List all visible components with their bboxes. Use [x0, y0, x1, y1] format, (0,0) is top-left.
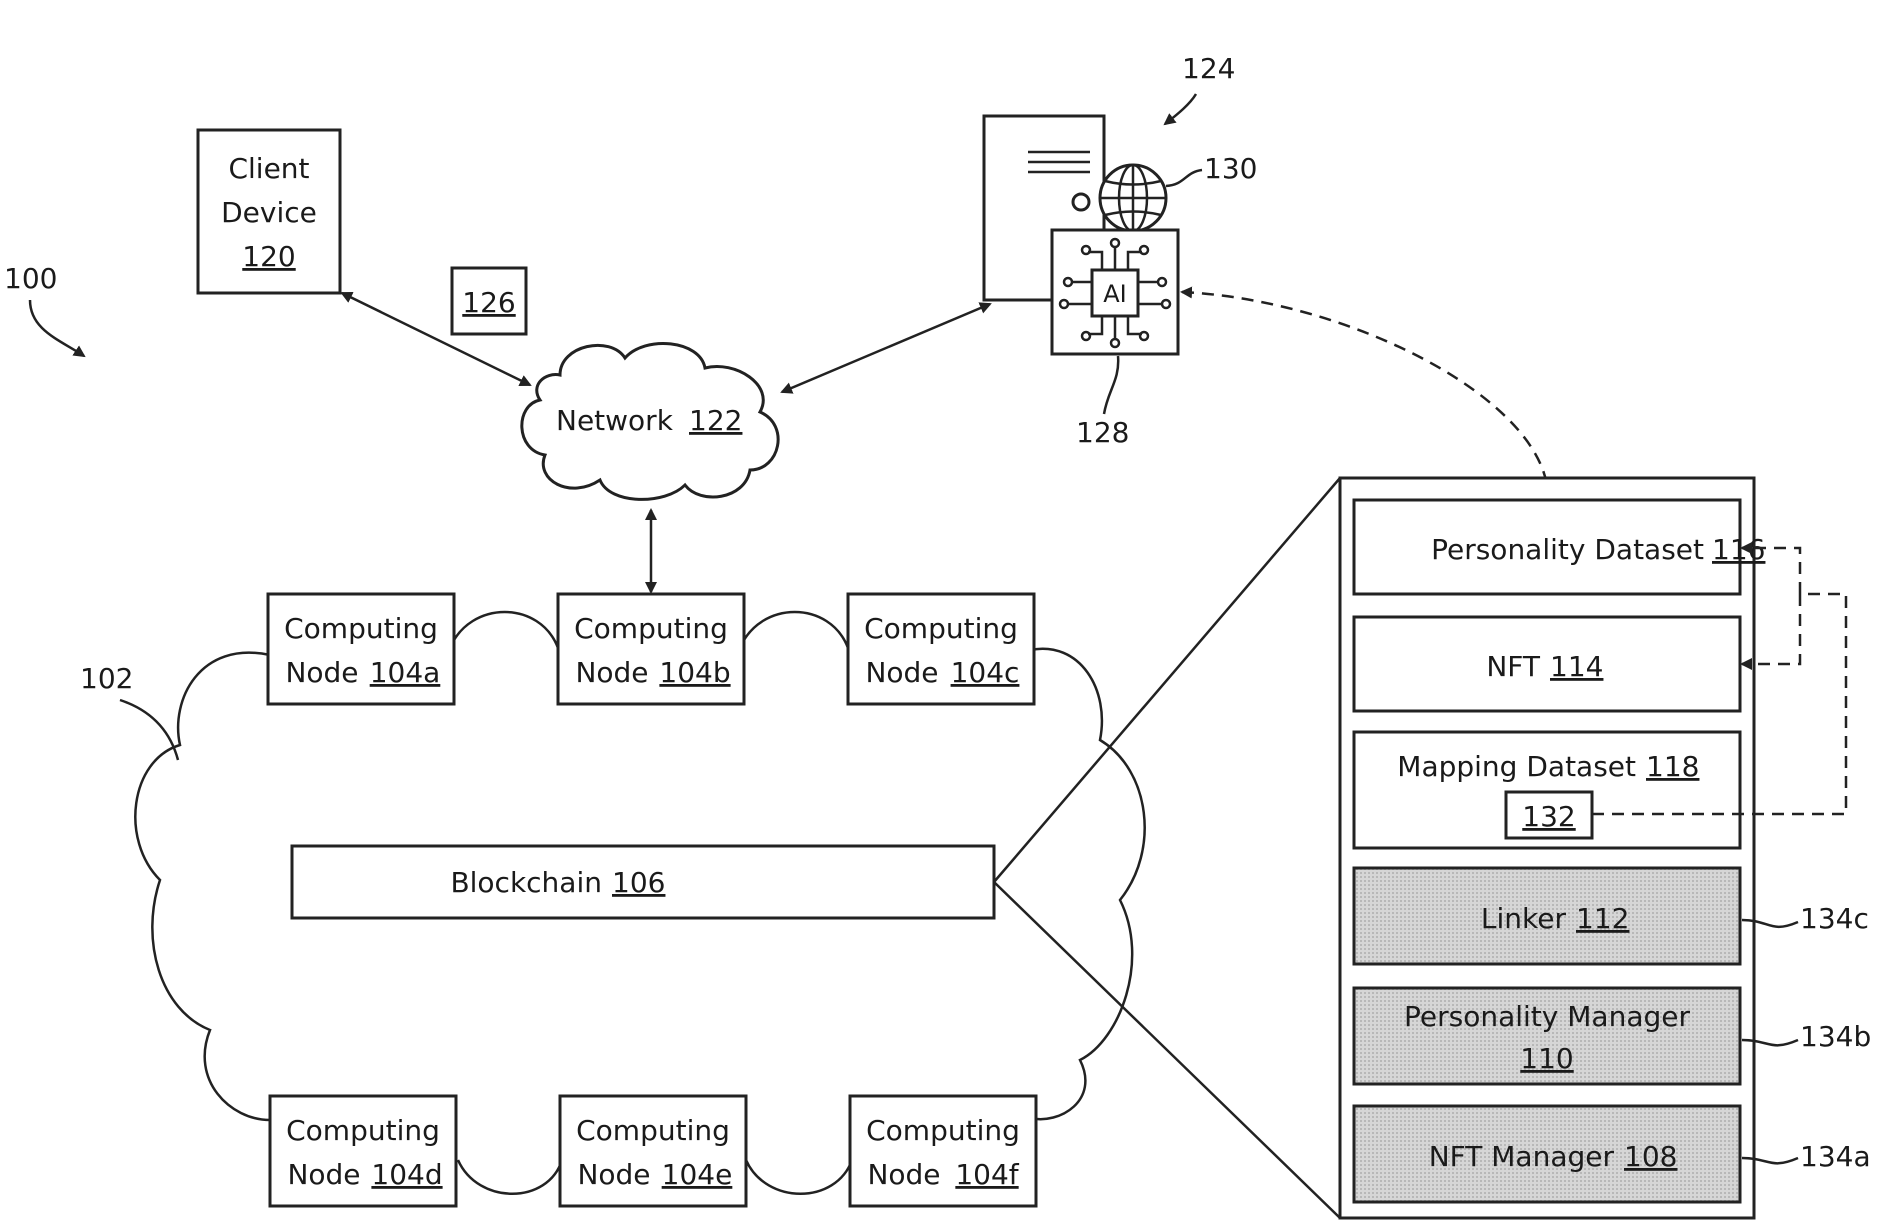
node-104c-ref: 104c [951, 656, 1020, 689]
zoom-line-top [994, 478, 1340, 882]
node-104b-line2: Node [575, 656, 648, 689]
nft-manager-label: NFT Manager [1429, 1140, 1615, 1173]
network-ref: 122 [689, 404, 742, 437]
cloud-bump-ef [746, 1160, 852, 1194]
node-104f-line2: Node [867, 1158, 940, 1191]
client-device: Client Device 120 [198, 130, 340, 293]
packet-126-ref: 126 [462, 286, 515, 319]
network-cloud: Network 122 [522, 343, 778, 499]
ref-130-leader [1166, 170, 1202, 186]
ref-128-label: 128 [1076, 416, 1129, 449]
ref-124-label: 124 [1182, 52, 1235, 85]
ref-100-label: 100 [4, 262, 57, 295]
node-104b-ref: 104b [659, 656, 730, 689]
client-device-ref: 120 [242, 240, 295, 273]
cloud-bump-ab [450, 612, 558, 648]
globe-icon [1100, 165, 1166, 231]
node-104f-line1: Computing [866, 1114, 1020, 1147]
blockchain-label: Blockchain [450, 866, 602, 899]
computing-node-104d: Computing Node 104d [270, 1096, 456, 1206]
personality-dataset-ref: 116 [1712, 533, 1765, 566]
ref-130-label: 130 [1204, 152, 1257, 185]
cloud-bump-de [458, 1160, 562, 1194]
ref-134a-label: 134a [1800, 1140, 1871, 1173]
linker-block: Linker 112 [1354, 868, 1740, 964]
node-104d-line1: Computing [286, 1114, 440, 1147]
nft-manager-block: NFT Manager 108 [1354, 1106, 1740, 1202]
mapping-dataset-ref: 118 [1646, 750, 1699, 783]
node-104c-line2: Node [865, 656, 938, 689]
linker-label: Linker [1481, 902, 1567, 935]
computing-node-104a: Computing Node 104a [268, 594, 454, 704]
ref-134b-label: 134b [1800, 1020, 1871, 1053]
computing-node-104e: Computing Node 104e [560, 1096, 746, 1206]
personality-manager-block: Personality Manager 110 [1354, 988, 1740, 1084]
mapping-entry-ref: 132 [1522, 800, 1575, 833]
ai-chip-text: AI [1103, 280, 1127, 308]
network-server-link [782, 304, 990, 392]
blockchain: Blockchain 106 [292, 846, 994, 918]
packet-126: 126 [452, 268, 526, 334]
computing-node-104f: Computing Node 104f [850, 1096, 1036, 1206]
client-device-line1: Client [228, 152, 309, 185]
nft-label: NFT [1486, 650, 1541, 683]
ref-102-label: 102 [80, 662, 133, 695]
cloud-bump-bc [740, 612, 848, 648]
ref-134c-label: 134c [1800, 902, 1869, 935]
linker-ref: 112 [1576, 902, 1629, 935]
computing-node-104c: Computing Node 104c [848, 594, 1034, 704]
nft-ref: 114 [1550, 650, 1603, 683]
personality-manager-label: Personality Manager [1404, 1000, 1690, 1033]
nft-block: NFT 114 [1354, 617, 1740, 711]
mapping-dataset-block: Mapping Dataset 118 132 [1354, 732, 1740, 848]
node-104c-line1: Computing [864, 612, 1018, 645]
node-104b-line1: Computing [574, 612, 728, 645]
node-104e-line2: Node [577, 1158, 650, 1191]
ref-100-arrow [30, 300, 84, 356]
node-104a-line1: Computing [284, 612, 438, 645]
node-104d-ref: 104d [371, 1158, 442, 1191]
node-104d-line2: Node [287, 1158, 360, 1191]
node-104f-ref: 104f [955, 1158, 1019, 1191]
ref-128-leader [1104, 356, 1118, 414]
client-device-line2: Device [221, 196, 317, 229]
personality-manager-ref: 110 [1520, 1042, 1573, 1075]
node-104e-line1: Computing [576, 1114, 730, 1147]
ref-124-arrow [1165, 94, 1196, 124]
node-104e-ref: 104e [662, 1158, 733, 1191]
network-label: Network [556, 404, 674, 437]
ai-personality-link [1182, 292, 1548, 496]
node-104a-line2: Node [285, 656, 358, 689]
nft-manager-ref: 108 [1624, 1140, 1677, 1173]
node-104a-ref: 104a [370, 656, 441, 689]
mapping-dataset-label: Mapping Dataset [1397, 750, 1636, 783]
personality-dataset-label: Personality Dataset [1431, 533, 1704, 566]
computing-node-104b: Computing Node 104b [558, 594, 744, 704]
blockchain-ref: 106 [612, 866, 665, 899]
zoom-line-bottom [994, 882, 1340, 1218]
personality-dataset-block: Personality Dataset 116 [1354, 500, 1765, 594]
ref-102-leader [120, 700, 178, 760]
ai-chip-icon: AI [1052, 230, 1178, 354]
